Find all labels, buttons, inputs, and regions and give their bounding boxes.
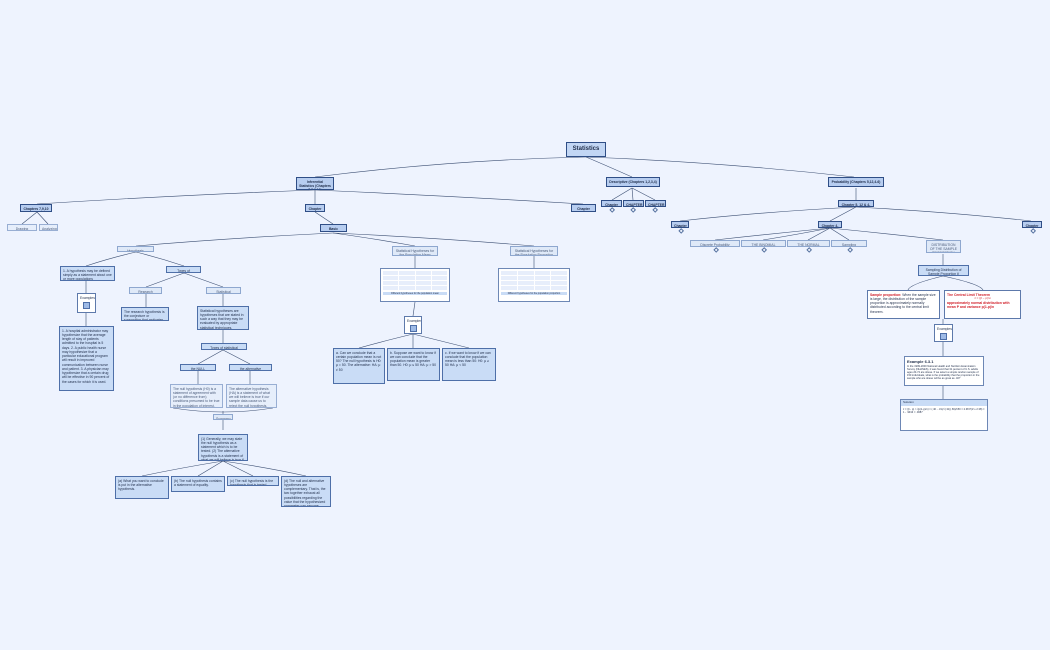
root-topic[interactable]: Statistics [566, 142, 606, 157]
topic-rule-a[interactable]: (a) What you want to conclude is put in … [115, 476, 169, 499]
topic-examples-text[interactable]: 1. A hospital administrator may hypothes… [59, 326, 114, 391]
topic-sample-proportion[interactable]: DISTRIBUTION OF THE SAMPLE PROPORTION [926, 240, 961, 253]
topic-ch3[interactable]: Chapter 3 [671, 221, 689, 228]
topic-solution[interactable]: Solution z = (p̂ - p) / √(p(1-p)/n) = (.… [900, 399, 988, 431]
topic-desc-chapter2[interactable]: CHAPTER 2 [645, 200, 666, 207]
topic-ch7[interactable]: Chapter 7 [305, 204, 325, 212]
mini-table [499, 269, 569, 292]
formula-icon: z = (p̂ − p)/σ [974, 295, 991, 300]
topic-desc-ch1[interactable]: Chapter 1& [601, 200, 622, 207]
table-proportion-hypotheses[interactable]: Different hypotheses for the population … [498, 268, 570, 302]
document-icon [83, 301, 90, 309]
topic-mean-examples[interactable]: Examples [404, 316, 422, 334]
topic-summary-text[interactable]: (1) Generally, we may state the null hyp… [198, 434, 248, 461]
topic-types-hypotheses[interactable]: Types of Hypotheses [166, 266, 201, 273]
topic-probability[interactable]: Probability (Chapters 5,12,4-6) [828, 177, 884, 187]
topic-statistical-hypotheses[interactable]: Statistical Hypotheses [206, 287, 241, 294]
document-icon [940, 332, 947, 340]
table-caption: Different hypotheses for the population … [501, 292, 567, 295]
topic-hypothesis-definition[interactable]: Hypothesis definition [117, 246, 154, 252]
topic-mean-example-c[interactable]: c. If we want to know if we can conclude… [442, 348, 496, 381]
table-caption: Different hypotheses for the population … [383, 292, 447, 295]
topic-research-hypotheses[interactable]: Research Hypotheses [129, 287, 162, 294]
note-central-limit[interactable]: The Central Limit Theorem z = (p̂ − p)/σ… [944, 290, 1021, 319]
topic-analyzing[interactable]: Analyzing [39, 224, 58, 231]
topic-ch5-12[interactable]: Chapter 5, 12 & 4-6 [838, 200, 874, 207]
solution-title: Solution [901, 400, 987, 406]
example-title: Example 6.3.1 [907, 358, 934, 364]
topic-discrete-prob[interactable]: Discrete Probability Distributions [690, 240, 740, 247]
topic-sampling[interactable]: Sampling Distributions [831, 240, 867, 247]
topic-normal[interactable]: THE NORMAL DISTRIBUTION [787, 240, 830, 247]
topic-descriptive[interactable]: Descriptive (Chapters 1,2,3,4) [606, 177, 660, 187]
topic-ch10[interactable]: Chapter 10 [1022, 221, 1042, 228]
table-mean-hypotheses[interactable]: Different hypotheses for the population … [380, 268, 450, 302]
topic-mean-head[interactable]: Statistical Hypotheses for the Populatio… [392, 246, 438, 256]
topic-null-text[interactable]: The null hypothesis (H0) is a statement … [170, 384, 223, 408]
topic-definition-text[interactable]: 1. A hypothesis may be defined simply as… [60, 266, 115, 281]
topic-example-631[interactable]: Example 6.3.1 In the 1999-2000 National … [904, 356, 984, 386]
document-icon [409, 324, 417, 332]
topic-inferential[interactable]: Inferential Statistics (Chapters 7,8,9,1… [296, 177, 334, 190]
topic-examples-1[interactable]: Examples [77, 293, 96, 313]
topic-ch1-4[interactable]: Chapter 1(4) [571, 204, 596, 212]
label: Examples [80, 295, 95, 300]
topic-desc-chapter1[interactable]: CHAPTER 1 [623, 200, 644, 207]
mini-table [381, 269, 449, 292]
topic-mean-example-a[interactable]: a. Can we conclude that a certain popula… [333, 348, 385, 384]
topic-summary[interactable]: Summary [213, 414, 233, 420]
topic-examples-3[interactable]: Examples [934, 324, 953, 342]
topic-sampling-dist-proportion[interactable]: Sampling Distribution of Sample Proporti… [918, 265, 969, 276]
topic-statistical-text[interactable]: Statistical hypotheses are hypotheses th… [197, 306, 249, 330]
topic-rule-b[interactable]: (b) The null hypothesis contains a state… [171, 476, 225, 492]
label: Examples [937, 326, 952, 331]
topic-null-hypothesis[interactable]: the NULL hypothesis [180, 364, 216, 371]
topic-basic-concepts[interactable]: Basic Concepts [320, 224, 347, 232]
example-text: In the 1999-2000 National Health and Nut… [907, 364, 980, 381]
topic-proportion-head[interactable]: Statistical Hypotheses for the Populatio… [510, 246, 558, 256]
topic-mean-example-b[interactable]: b. Suppose we want to know if we can con… [387, 348, 440, 381]
solution-text: z = (p̂ - p) / √(p(1-p)/n) = (.40 - .31)… [903, 407, 985, 414]
topic-rule-c[interactable]: (c) The null hypothesis is the hypothesi… [227, 476, 279, 486]
note-text: approximately normal distribution with m… [947, 300, 1010, 309]
topic-ch4-6[interactable]: Chapter 4-6 [818, 221, 842, 228]
topic-drawing-inference[interactable]: Drawing Inference [7, 224, 37, 231]
note-title: Sample proportion: [870, 292, 902, 297]
topic-types-statistical[interactable]: Types of statistical hypotheses [201, 343, 247, 350]
label: Examples [407, 318, 422, 323]
note-text: When the sample size is large, the distr… [870, 292, 936, 314]
note-sample-proportion[interactable]: Sample proportion: When the sample size … [867, 290, 940, 319]
topic-alt-hypothesis[interactable]: the alternative hypothesis [229, 364, 272, 371]
topic-ch7-9-10[interactable]: Chapters 7,9,10 [20, 204, 52, 212]
topic-alt-text[interactable]: The alternative hypothesis (HA) is a sta… [226, 384, 277, 408]
topic-binomial[interactable]: THE BINOMIAL DISTRIBUTION [741, 240, 786, 247]
topic-research-text[interactable]: The research hypothesis is the conjectur… [121, 307, 169, 321]
topic-rule-d[interactable]: (d) The null and alternative hypotheses … [281, 476, 331, 507]
note-title: The Central Limit Theorem [947, 292, 990, 297]
